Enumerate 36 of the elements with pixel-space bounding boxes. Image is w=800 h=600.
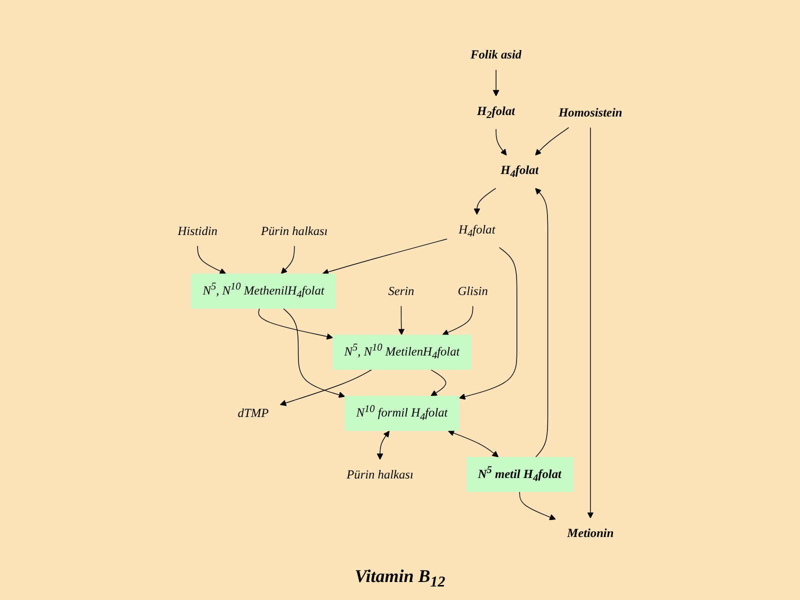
arrow [430, 369, 446, 396]
arrow [398, 306, 405, 336]
arrow [535, 127, 570, 156]
node-box: N$^{5}$ metil H$_{4}$folat [466, 456, 574, 492]
arrow [322, 238, 448, 276]
node-text: dTMP [238, 406, 269, 420]
node-box: N$^{5}$, N$^{10}$ MetilenH$_{4}$folat [332, 334, 472, 370]
cofactor-label: Vitamin B$_{12}$ [354, 566, 446, 586]
node-text: H$_{2}$folat [477, 104, 516, 121]
node-text: H$_{4}$folat [500, 163, 539, 180]
node-box: N$^{5}$, N$^{10}$ MethenilH$_{4}$folat [191, 274, 336, 309]
arrow [496, 128, 507, 156]
node-text: Folik asid [470, 48, 522, 62]
arrow [492, 70, 500, 96]
node-box: N$^{10}$ formil H$_{4}$folat [344, 396, 460, 431]
node-text: Metionin [567, 526, 614, 540]
arrow [442, 306, 474, 336]
arrow [474, 188, 496, 215]
arrow [535, 188, 548, 458]
node-text: Histidin [178, 224, 218, 238]
arrow [258, 308, 333, 340]
arrow [587, 127, 594, 518]
arrow [280, 369, 372, 406]
arrow [376, 430, 390, 460]
arrow [448, 430, 499, 458]
arrow [280, 246, 295, 274]
arrow [197, 246, 226, 274]
node-text: H$_{4}$folat [458, 222, 496, 240]
arrow [519, 492, 556, 520]
node-text: Pürin halkası [346, 467, 414, 482]
node-text: Glisin [458, 284, 488, 298]
arrow [459, 247, 518, 400]
arrow [283, 308, 345, 398]
node-text: Serin [388, 284, 414, 298]
node-text: Pürin halkası [260, 224, 328, 238]
node-text: Homosistein [558, 105, 622, 120]
